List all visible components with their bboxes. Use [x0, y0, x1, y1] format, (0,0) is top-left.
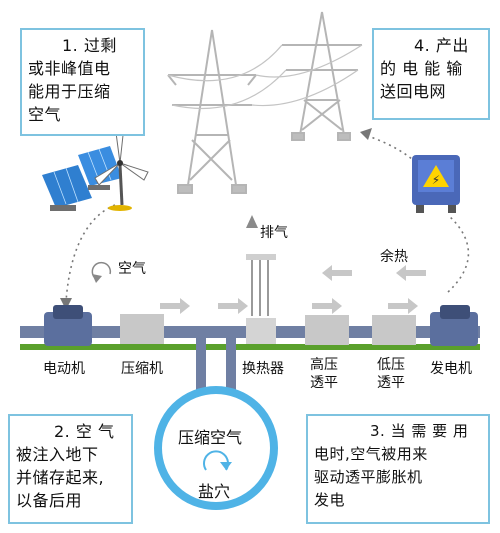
step4-line: 送回电网 [380, 82, 447, 101]
svg-text:⚡: ⚡ [432, 173, 440, 187]
wind-turbine-icon [94, 124, 149, 211]
hp-turbine [305, 315, 349, 345]
step3-box: 3. 当 需 要 用 电时,空气被用来 驱动透平膨胀机 发电 [306, 414, 490, 524]
step4-line: 的 电 能 输 [380, 59, 463, 78]
step2-line: 被注入地下 [16, 445, 99, 464]
flow-arrows-dotted [65, 134, 470, 303]
step4-line: 4. 产出 [414, 36, 469, 55]
motor [44, 305, 92, 346]
compressor [120, 314, 164, 344]
compressed-air-label: 压缩空气 [178, 428, 243, 447]
lp-turbine [372, 315, 416, 345]
heat-exchanger-stack [246, 254, 276, 316]
step1-line: 空气 [28, 105, 62, 124]
step4-box: 4. 产出 的 电 能 输 送回电网 [372, 28, 490, 120]
compressor-label: 压缩机 [121, 361, 163, 377]
exhaust-arrow [246, 215, 258, 228]
step3-line: 驱动透平膨胀机 [314, 468, 423, 486]
rotation-icon [91, 261, 112, 279]
step1-line: 或非峰值电 [28, 59, 111, 78]
generator-label: 发电机 [430, 361, 472, 377]
hp-turbine-label: 高压 透平 [310, 357, 338, 391]
generator [430, 305, 478, 346]
power-tower-icon [167, 29, 257, 194]
high-voltage-box-icon: ⚡ [412, 155, 460, 213]
step1-box: 1. 过剩 或非峰值电 能用于压缩 空气 [20, 28, 145, 136]
step3-line: 发电 [314, 491, 346, 509]
ground-line [20, 344, 480, 350]
power-lines [167, 44, 363, 110]
step2-line: 2. 空 气 [54, 422, 115, 441]
heat-exchanger-label: 换热器 [242, 361, 284, 377]
motor-label: 电动机 [43, 361, 85, 377]
salt-cavern-label: 盐穴 [198, 482, 231, 501]
air-label: 空气 [118, 261, 146, 277]
salt-cavern [154, 386, 278, 510]
step2-line: 以备后用 [16, 491, 83, 510]
solar-panel-icon [42, 146, 122, 211]
step3-line: 3. 当 需 要 用 [370, 422, 469, 440]
step2-box: 2. 空 气 被注入地下 并储存起来, 以备后用 [8, 414, 133, 524]
flow-arrows [160, 265, 426, 314]
heat-exchanger [246, 318, 276, 344]
lp-turbine-label: 低压 透平 [377, 357, 405, 391]
power-tower-icon [282, 11, 362, 141]
exhaust-label: 排气 [260, 225, 288, 241]
step2-line: 并储存起来, [16, 468, 105, 487]
step3-line: 电时,空气被用来 [314, 445, 428, 463]
step1-line: 1. 过剩 [62, 36, 117, 55]
waste-heat-label: 余热 [380, 249, 408, 265]
step1-line: 能用于压缩 [28, 82, 111, 101]
